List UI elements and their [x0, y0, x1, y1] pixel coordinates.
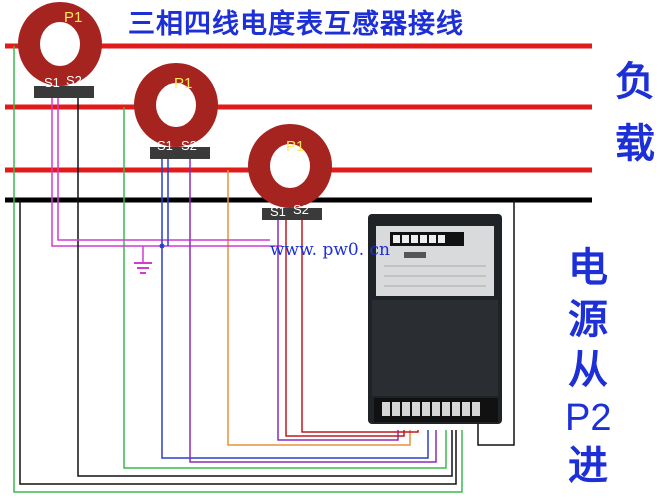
ct3-s2-label: S2: [293, 202, 309, 217]
wire-neutral-left: [19, 200, 457, 485]
wire-ct3-s1: [277, 218, 399, 441]
wire-phase-a-voltage: [13, 46, 463, 493]
diagram-title: 三相四线电度表互感器接线: [128, 9, 464, 40]
junction-dot: [159, 243, 165, 249]
ct1-s1-label: S1: [44, 75, 60, 90]
load-label-char-2: 载: [615, 120, 655, 167]
wire-ct2-s2: [189, 158, 437, 463]
ct3-s1-label: S1: [270, 204, 286, 219]
current-transformer-3: P1 S1 S2: [248, 124, 332, 220]
wire-phase-c-voltage: [227, 170, 411, 446]
ct2-s2-label: S2: [181, 138, 197, 153]
ct2-p1-label: P1: [174, 75, 192, 92]
ct1-s2-label: S2: [66, 73, 82, 88]
ct1-p1-label: P1: [64, 9, 82, 26]
wire-ct1-s1: [51, 95, 282, 247]
current-transformer-2: P1 S1 S2: [134, 63, 218, 159]
wire-ct3-s2: [301, 218, 419, 433]
source-label-p2: P2: [565, 397, 612, 439]
source-label-char-1: 电: [568, 244, 608, 291]
wire-neutral-right: [477, 200, 515, 446]
wire-ct2-s1: [161, 158, 429, 459]
ct2-s1-label: S1: [157, 138, 173, 153]
load-label-char-1: 负: [615, 58, 655, 105]
current-transformer-1: P1 S1 S2: [18, 2, 102, 98]
wire-ct1-s2: [77, 95, 453, 477]
source-label-char-3: 从: [568, 346, 608, 393]
source-label-char-2: 源: [568, 296, 608, 343]
watermark-text: www. pw0. cn: [270, 240, 390, 260]
source-label-char-5: 进: [568, 442, 608, 489]
wire-ct3-s1b: [285, 218, 405, 437]
wire-ct1-s1-to-meter: [57, 95, 270, 241]
energy-meter: [368, 214, 502, 424]
ct3-p1-label: P1: [286, 138, 304, 155]
wire-phase-b-voltage: [123, 107, 447, 469]
